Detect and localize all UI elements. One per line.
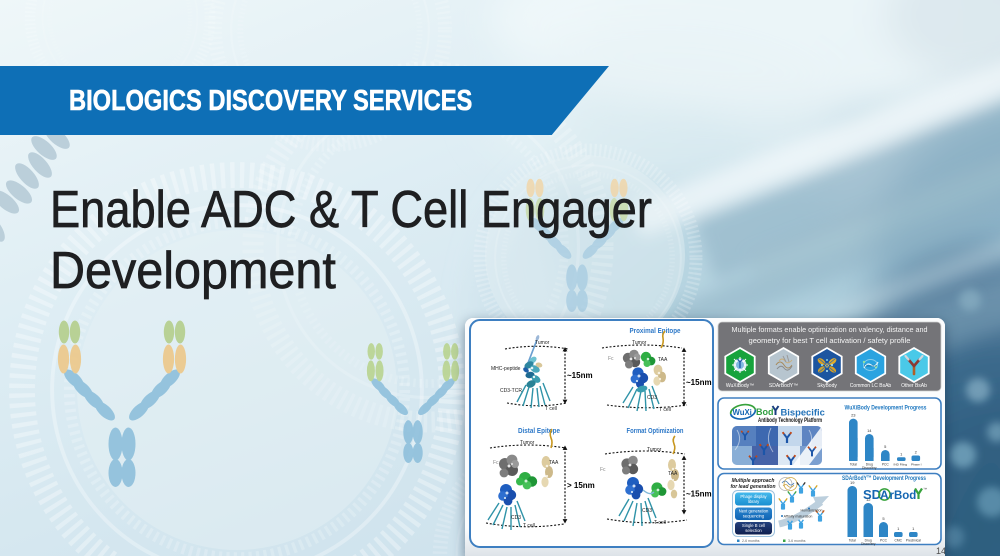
svg-text:SDArBodY™: SDArBodY™	[769, 383, 798, 389]
svg-text:19: 19	[850, 480, 855, 485]
svg-text:Phase I: Phase I	[911, 463, 922, 467]
svg-text:Discovery: Discovery	[861, 542, 876, 546]
svg-text:™: ™	[923, 487, 927, 492]
svg-text:5: 5	[882, 516, 885, 521]
svg-text:Discovery: Discovery	[862, 466, 877, 470]
svg-text:> 15nm: > 15nm	[567, 481, 595, 490]
svg-text:SkyBody: SkyBody	[817, 383, 837, 389]
svg-text:Bispecific: Bispecific	[781, 406, 825, 417]
svg-text:T cell: T cell	[545, 406, 557, 412]
svg-text:T cell: T cell	[654, 520, 666, 526]
svg-text:1: 1	[912, 526, 915, 531]
svg-text:~15nm: ~15nm	[567, 371, 593, 380]
svg-text:T cell: T cell	[659, 407, 671, 413]
svg-text:Multiple approach: Multiple approach	[732, 478, 775, 484]
svg-text:sequencing: sequencing	[743, 514, 765, 519]
svg-text:Bod: Bod	[756, 407, 774, 417]
svg-text:T cell: T cell	[523, 523, 535, 529]
svg-text:Total: Total	[850, 463, 857, 467]
svg-text:2: 2	[915, 450, 918, 455]
svg-text:PCC: PCC	[880, 539, 888, 543]
svg-text:Fc: Fc	[608, 356, 614, 362]
svg-text:SDArBodY™ Development Progress: SDArBodY™ Development Progress	[842, 475, 926, 482]
svg-text:PCC: PCC	[882, 463, 890, 467]
svg-text:~15nm: ~15nm	[686, 378, 712, 387]
svg-text:Common LC BsAb: Common LC BsAb	[850, 383, 892, 389]
svg-text:5: 5	[884, 444, 887, 449]
svg-text:CMC: CMC	[895, 539, 903, 543]
svg-text:OmniYc: OmniYc	[864, 364, 877, 368]
svg-text:~15nm: ~15nm	[686, 490, 712, 499]
svg-text:WuXiBody Development Progres: WuXiBody Development Progress	[845, 405, 927, 412]
svg-text:Single B cell: Single B cell	[742, 523, 765, 528]
svg-text:CD3-TCR: CD3-TCR	[500, 388, 522, 394]
svg-text:1: 1	[900, 451, 903, 456]
svg-text:selection: selection	[745, 528, 762, 533]
svg-text:SD: SD	[863, 487, 881, 502]
svg-text:Proximal Epitope: Proximal Epitope	[630, 326, 681, 335]
svg-text:for lead generation: for lead generation	[730, 484, 775, 490]
svg-text:2-6 months: 2-6 months	[742, 539, 760, 543]
svg-text:library: library	[748, 499, 760, 504]
svg-text:Tumor: Tumor	[632, 340, 647, 346]
svg-text:IND Filing: IND Filing	[894, 463, 908, 467]
svg-text:3-6 months: 3-6 months	[788, 539, 806, 543]
svg-text:Fc: Fc	[493, 460, 499, 466]
svg-text:Tumor: Tumor	[520, 440, 535, 446]
svg-text:Humanization: Humanization	[801, 509, 823, 513]
svg-text:TAA: TAA	[668, 471, 678, 477]
svg-text:Other BsAb: Other BsAb	[901, 383, 927, 389]
svg-text:Tumor: Tumor	[647, 447, 662, 453]
svg-text:12: 12	[866, 497, 871, 502]
svg-text:Preclinical: Preclinical	[906, 539, 921, 543]
svg-text:Distal Epitope: Distal Epitope	[518, 426, 560, 435]
svg-text:14: 14	[936, 546, 945, 556]
svg-text:WuXiBody™: WuXiBody™	[726, 383, 754, 389]
svg-text:CD3: CD3	[511, 515, 521, 521]
svg-text:14: 14	[867, 428, 872, 433]
svg-text:TAA: TAA	[549, 460, 559, 466]
svg-text:Total: Total	[849, 539, 856, 543]
svg-text:1: 1	[897, 526, 900, 531]
svg-text:Fc: Fc	[600, 467, 606, 473]
svg-text:TAA: TAA	[658, 357, 668, 363]
svg-text:Antibody Technology Platform: Antibody Technology Platform	[758, 418, 822, 424]
svg-text:WuXi: WuXi	[733, 408, 752, 417]
svg-text:Phage display: Phage display	[740, 494, 767, 499]
svg-text:Tumor: Tumor	[535, 340, 550, 346]
svg-text:Next generation: Next generation	[739, 509, 769, 514]
svg-text:Format Optimization: Format Optimization	[627, 426, 684, 435]
svg-text:geometry for best T cell activ: geometry for best T cell activation / sa…	[749, 336, 911, 345]
svg-text:A: A	[880, 488, 889, 502]
svg-text:Affinity maturation: Affinity maturation	[784, 515, 813, 519]
svg-text:MHC-peptide: MHC-peptide	[491, 366, 521, 372]
svg-text:23: 23	[851, 413, 856, 418]
svg-text:rBod: rBod	[890, 490, 917, 502]
svg-text:Drug: Drug	[866, 463, 873, 467]
svg-text:CD3: CD3	[642, 508, 652, 514]
svg-text:Drug: Drug	[865, 539, 872, 543]
svg-text:CD3: CD3	[647, 395, 657, 401]
svg-text:Multiple formats enable optimi: Multiple formats enable optimization on …	[732, 325, 928, 334]
